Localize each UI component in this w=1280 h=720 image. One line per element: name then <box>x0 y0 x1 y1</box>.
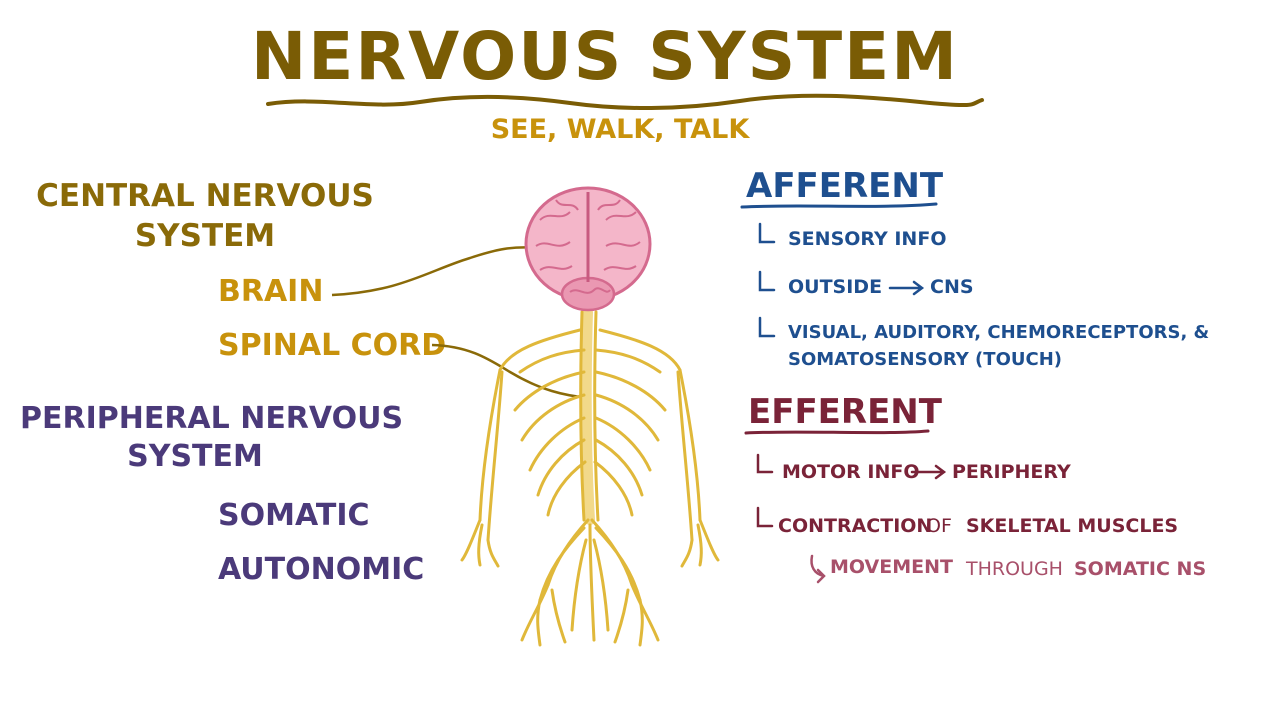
afferent-bullet-1 <box>758 222 776 244</box>
brain-icon <box>524 186 652 312</box>
page-title: NERVOUS SYSTEM <box>251 18 959 95</box>
pns-heading-line2: SYSTEM <box>127 439 263 474</box>
efferent-item-movement: MOVEMENT <box>830 556 953 578</box>
brain-label: BRAIN <box>218 274 324 309</box>
subtitle: SEE, WALK, TALK <box>490 114 750 145</box>
efferent-item-periphery: PERIPHERY <box>952 461 1071 483</box>
cns-heading-line2: SYSTEM <box>134 218 276 254</box>
spinal-cord-leader-line <box>431 343 591 400</box>
afferent-bullet-2 <box>758 270 776 292</box>
efferent-item-of: OF <box>926 515 952 537</box>
afferent-item-receptors-2: SOMATOSENSORY (TOUCH) <box>788 349 1062 370</box>
afferent-item-receptors-1: VISUAL, AUDITORY, CHEMORECEPTORS, & <box>788 322 1210 343</box>
efferent-item-skeletal: SKELETAL MUSCLES <box>966 515 1179 537</box>
efferent-item-through: THROUGH <box>966 558 1063 580</box>
spinal-cord-label: SPINAL CORD <box>218 328 447 363</box>
pns-heading: PERIPHERAL NERVOUS SYSTEM <box>20 400 404 476</box>
afferent-item-cns: CNS <box>930 276 974 298</box>
efferent-bullet-1 <box>756 453 774 474</box>
cns-heading-line1: CENTRAL NERVOUS <box>36 178 374 214</box>
afferent-bullet-3 <box>758 316 776 338</box>
afferent-item-outside: OUTSIDE <box>788 276 883 298</box>
afferent-arrow <box>888 280 925 296</box>
afferent-heading: AFFERENT <box>746 166 944 206</box>
efferent-item-somatic-ns: SOMATIC NS <box>1074 558 1207 580</box>
somatic-label: SOMATIC <box>218 498 370 533</box>
efferent-item-motor: MOTOR INFO <box>782 461 920 483</box>
efferent-arrow <box>910 464 947 480</box>
nerve-network <box>460 307 720 647</box>
afferent-item-sensory: SENSORY INFO <box>788 228 947 250</box>
cns-heading: CENTRAL NERVOUS SYSTEM <box>30 176 380 256</box>
autonomic-label: AUTONOMIC <box>218 552 425 587</box>
efferent-sub-bullet <box>810 554 826 584</box>
brain-leader-line <box>331 246 541 297</box>
efferent-heading: EFFERENT <box>748 392 942 432</box>
efferent-item-contraction: CONTRACTION <box>778 515 933 537</box>
efferent-bullet-2 <box>756 506 774 528</box>
pns-heading-line1: PERIPHERAL NERVOUS <box>20 401 404 436</box>
